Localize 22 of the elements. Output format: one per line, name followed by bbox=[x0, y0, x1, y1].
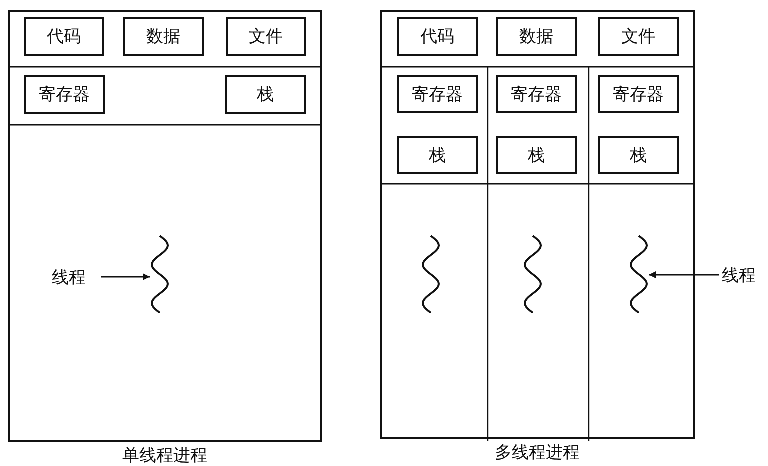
memory-box: 寄存器 bbox=[24, 75, 105, 114]
memory-box: 寄存器 bbox=[598, 75, 679, 113]
memory-box: 文件 bbox=[598, 17, 679, 56]
memory-box: 数据 bbox=[123, 17, 204, 56]
label-text: 线程 bbox=[722, 260, 768, 290]
arrow bbox=[101, 274, 150, 280]
memory-box: 寄存器 bbox=[397, 75, 478, 113]
process-label: 多线程进程 bbox=[494, 442, 581, 464]
memory-box: 数据 bbox=[496, 17, 577, 56]
process-box bbox=[380, 10, 695, 439]
arrow bbox=[649, 272, 719, 278]
label-text: 线程 bbox=[52, 262, 98, 292]
memory-box: 代码 bbox=[24, 17, 104, 56]
memory-box: 代码 bbox=[397, 17, 478, 56]
memory-box: 栈 bbox=[598, 136, 679, 174]
memory-box: 栈 bbox=[397, 136, 478, 174]
memory-box: 寄存器 bbox=[496, 75, 577, 113]
memory-box: 栈 bbox=[496, 136, 577, 174]
memory-box: 栈 bbox=[225, 75, 306, 114]
process-label: 单线程进程 bbox=[122, 445, 208, 466]
memory-box: 文件 bbox=[226, 17, 306, 56]
process-box bbox=[8, 10, 322, 442]
